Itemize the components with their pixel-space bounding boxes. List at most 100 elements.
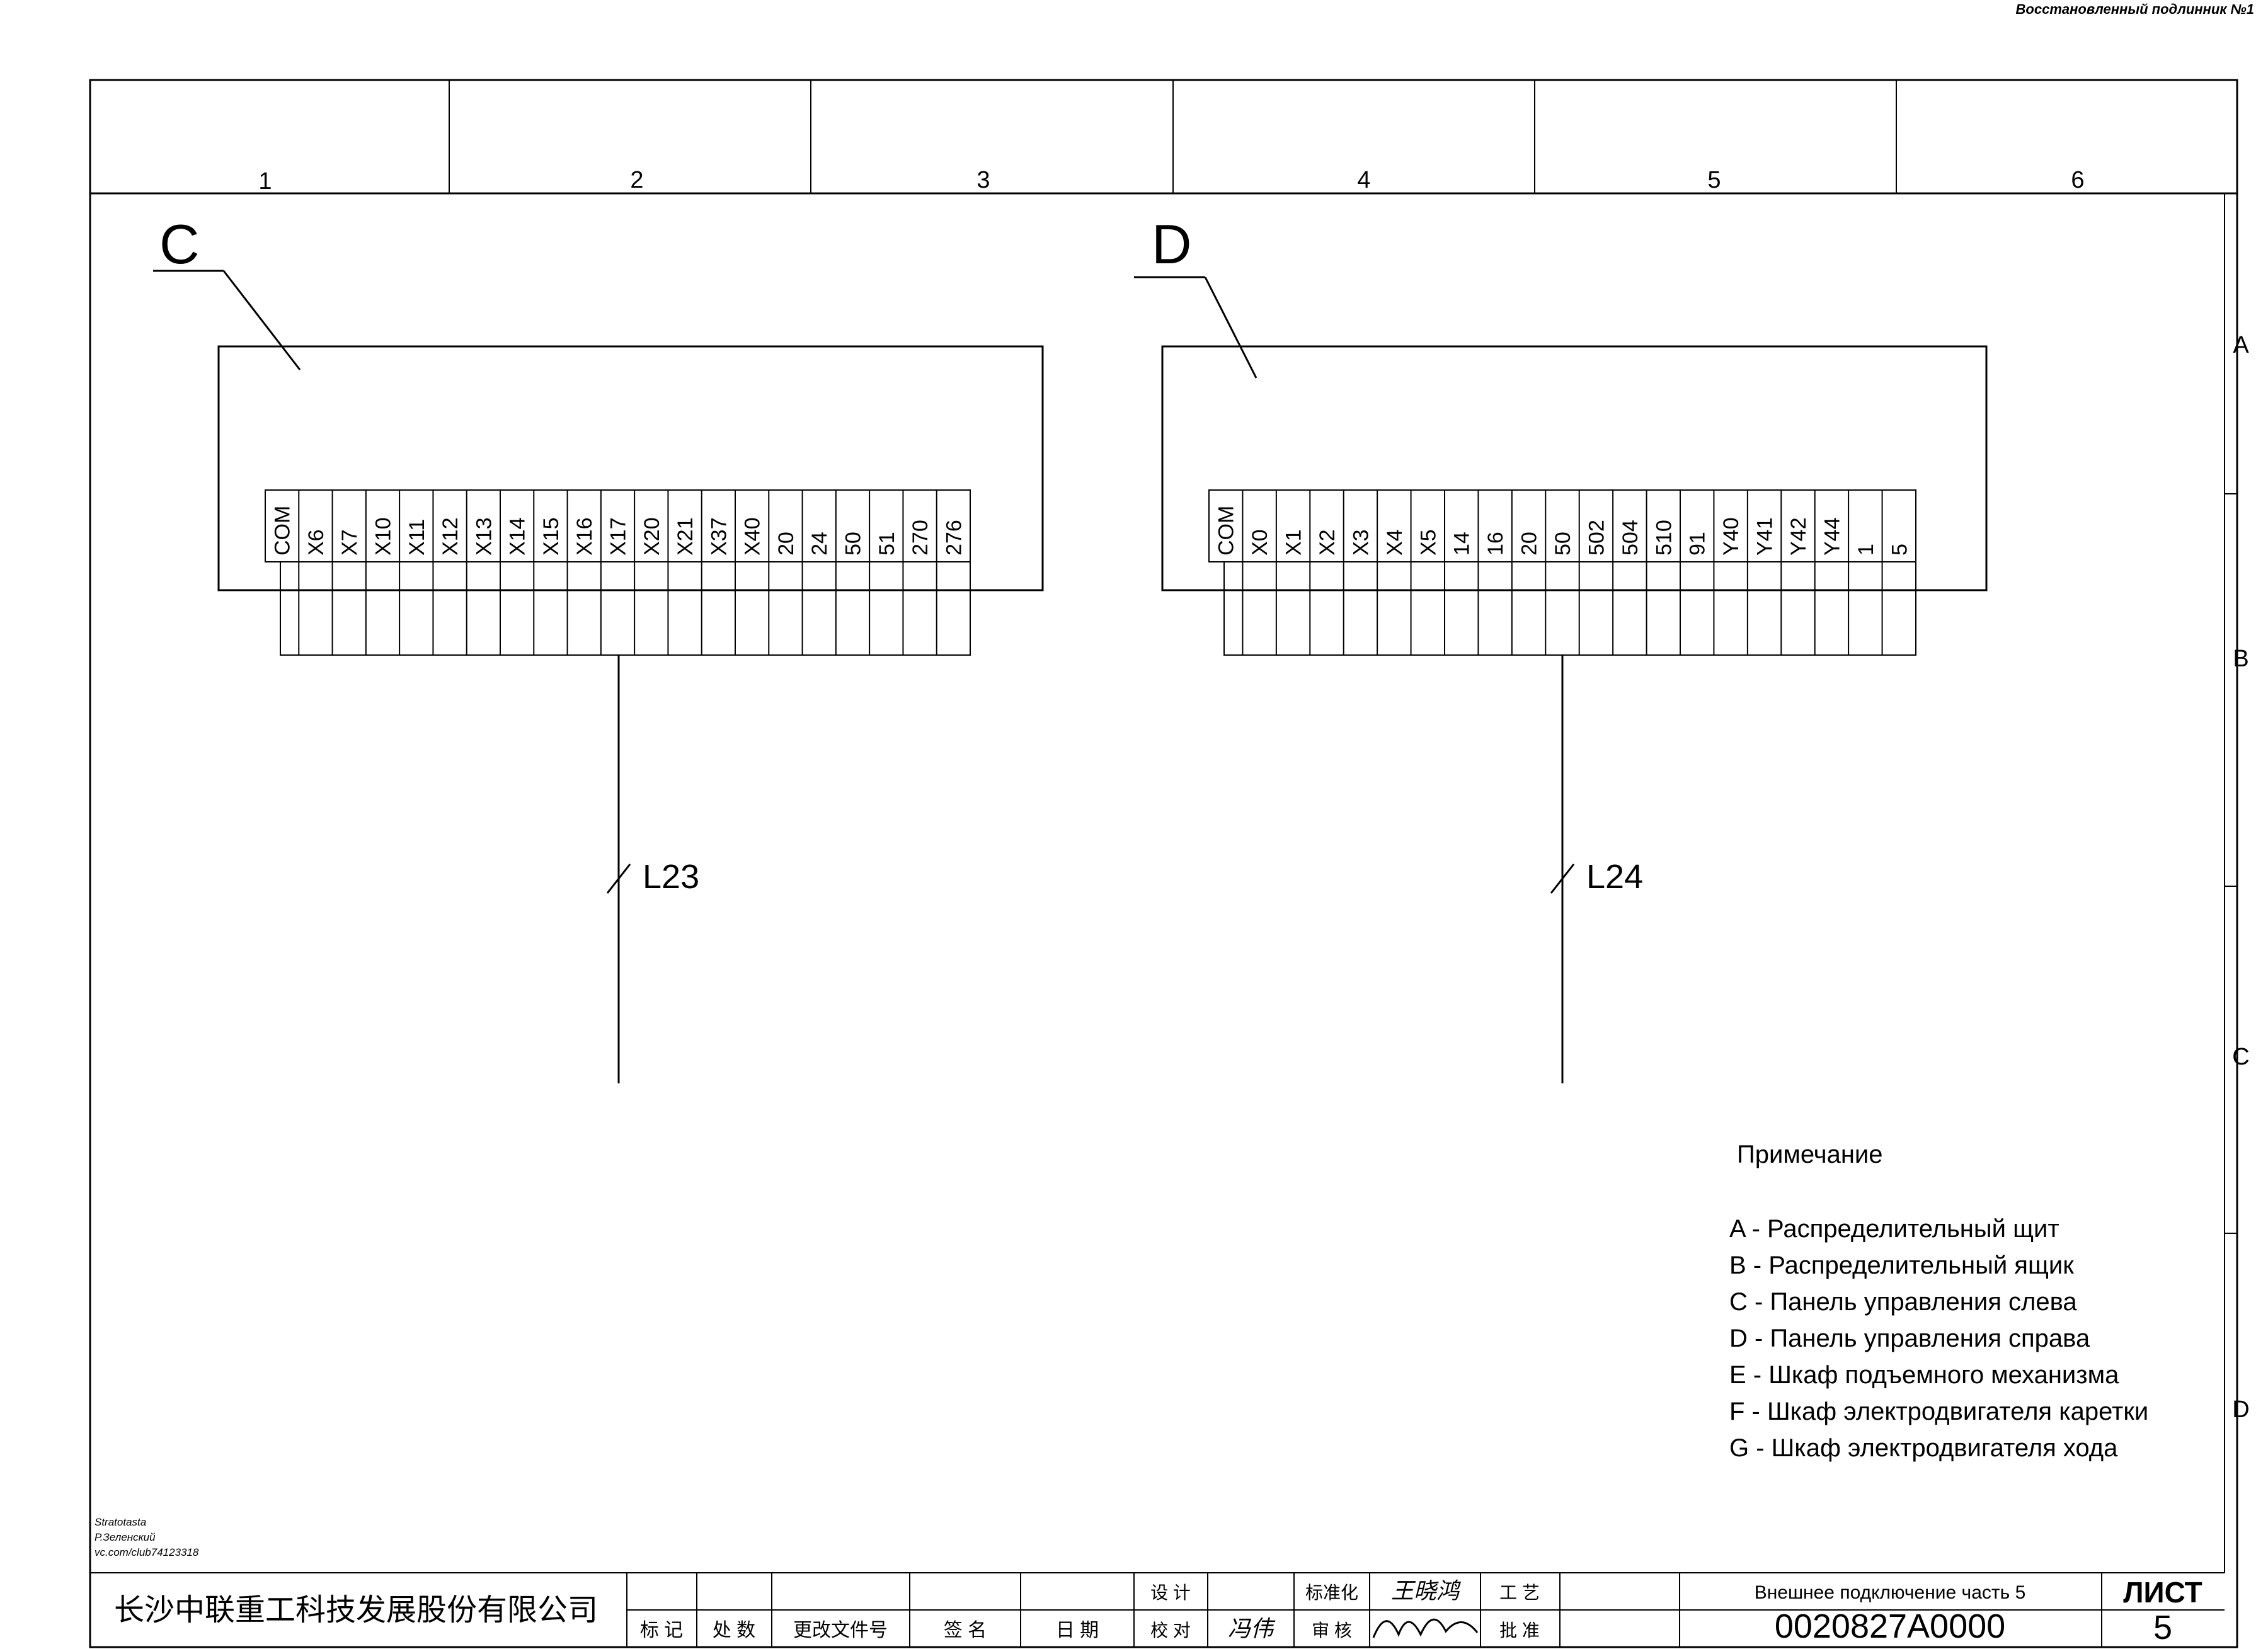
terminal-label: X37 <box>707 518 731 556</box>
translator-line: Р.Зеленский <box>94 1531 156 1543</box>
company-name: 长沙中联重工科技发展股份有限公司 <box>114 1592 598 1628</box>
leader-line <box>1204 277 1257 379</box>
approval-label: 审 核 <box>1312 1621 1352 1640</box>
terminal-label: 20 <box>774 532 798 556</box>
sheet-number: 5 <box>2153 1609 2172 1646</box>
terminal-label: Y44 <box>1820 518 1844 556</box>
drawing-name: Внешнее подключение часть 5 <box>1755 1582 2026 1603</box>
notes-block: Примечание A - Распределительный щит B -… <box>1729 1141 2148 1462</box>
cable-label: L24 <box>1586 858 1643 896</box>
terminal-label: 14 <box>1450 532 1474 556</box>
approval-label: 批 准 <box>1499 1621 1540 1640</box>
terminal-label: 91 <box>1686 532 1710 556</box>
panel-tag: C <box>159 213 200 275</box>
signature: 冯伟 <box>1228 1616 1276 1641</box>
terminal-label: Y42 <box>1787 518 1811 556</box>
row-label: A <box>2233 332 2249 358</box>
terminal-label: 24 <box>808 532 832 556</box>
sheet-label: ЛИСТ <box>2123 1576 2202 1609</box>
signature-scribble <box>1372 1618 1479 1638</box>
revision-header: 处 数 <box>713 1620 755 1641</box>
terminal-label: 510 <box>1652 520 1676 556</box>
terminal-label: X7 <box>338 529 362 556</box>
drawing-area-frame <box>89 192 2238 1648</box>
note-item: D - Панель управления справа <box>1729 1325 2090 1352</box>
panel-enclosure <box>1161 345 1988 591</box>
drawing-number: 0020827A0000 <box>1775 1607 2005 1645</box>
terminal-label: X40 <box>741 518 765 556</box>
notes-title: Примечание <box>1737 1141 1883 1168</box>
restoration-note: Восстановленный подлинник №1 <box>2016 1 2254 17</box>
column-label: 5 <box>1707 167 1721 193</box>
column-zone-labels: 1 2 3 4 5 6 <box>258 167 2084 195</box>
terminal-label: X5 <box>1416 529 1440 556</box>
terminal-label: COM <box>1215 506 1239 556</box>
approval-label: 设 计 <box>1150 1583 1191 1602</box>
terminal-label: X12 <box>438 518 462 556</box>
terminal-label: 502 <box>1584 520 1608 556</box>
approval-label: 校 对 <box>1150 1621 1191 1640</box>
column-label: 6 <box>2071 167 2084 193</box>
revision-header: 签 名 <box>944 1620 987 1641</box>
terminal-label: COM <box>271 506 295 556</box>
terminal-label: X16 <box>573 518 597 556</box>
revision-headers: 标 记 处 数 更改文件号 签 名 日 期 <box>640 1620 1099 1641</box>
approval-labels: 设 计 校 对 标准化 审 核 工 艺 批 准 <box>1150 1583 1540 1640</box>
terminal-label: X6 <box>304 529 328 556</box>
terminal-label: 1 <box>1854 544 1878 556</box>
revision-header: 更改文件号 <box>793 1620 888 1641</box>
panel-tag: D <box>1152 213 1192 275</box>
note-item: C - Панель управления слева <box>1729 1288 2077 1316</box>
terminal-label: 20 <box>1518 532 1542 556</box>
note-item: G - Шкаф электродвигателя хода <box>1729 1434 2118 1462</box>
terminal-label: X21 <box>673 518 697 556</box>
terminal-wire-strip <box>280 561 971 656</box>
terminal-label: 50 <box>842 532 866 556</box>
revision-header: 日 期 <box>1056 1620 1099 1641</box>
terminal-label: 504 <box>1618 520 1642 556</box>
terminal-label: X14 <box>506 518 530 556</box>
terminal-label: 50 <box>1551 532 1575 556</box>
row-zone-dividers <box>2225 493 2237 1234</box>
note-item: E - Шкаф подъемного механизма <box>1729 1361 2119 1389</box>
terminal-label: 51 <box>875 532 899 556</box>
note-item: F - Шкаф электродвигателя каретки <box>1729 1398 2148 1425</box>
terminal-label: X20 <box>640 518 664 556</box>
approval-label: 工 艺 <box>1499 1583 1540 1602</box>
terminal-label: X0 <box>1248 529 1272 556</box>
terminal-label: 270 <box>908 520 932 556</box>
column-label: 2 <box>630 167 643 193</box>
row-label: C <box>2232 1044 2249 1070</box>
cable-label: L23 <box>643 858 699 896</box>
leader-line <box>222 270 301 370</box>
terminal-label: X2 <box>1315 529 1339 556</box>
note-item: A - Распределительный щит <box>1729 1215 2059 1243</box>
column-label: 3 <box>976 167 990 193</box>
translator-note: Stratotasta Р.Зеленский vc.com/club74123… <box>94 1516 199 1558</box>
note-item: B - Распределительный ящик <box>1729 1252 2074 1279</box>
terminal-label: Y40 <box>1719 518 1743 556</box>
terminal-label: 16 <box>1484 532 1508 556</box>
terminal-label: X15 <box>539 518 563 556</box>
terminal-wire-strip <box>1223 561 1916 656</box>
signatures: 王晓鸿 冯伟 <box>1228 1578 1461 1641</box>
terminal-label: X11 <box>405 519 429 556</box>
row-label: B <box>2233 646 2248 672</box>
terminal-label: X1 <box>1282 529 1306 556</box>
column-label: 1 <box>258 168 272 195</box>
column-label: 4 <box>1357 167 1370 193</box>
approval-label: 标准化 <box>1305 1583 1358 1602</box>
cable-bundle <box>606 655 631 1083</box>
terminal-label: X10 <box>372 518 396 556</box>
terminal-label: X13 <box>472 518 496 556</box>
terminal-label: 276 <box>942 520 966 556</box>
signature: 王晓鸿 <box>1391 1578 1461 1604</box>
terminal-label: 5 <box>1887 544 1911 556</box>
row-label: D <box>2232 1396 2249 1423</box>
title-block <box>90 1572 2225 1647</box>
